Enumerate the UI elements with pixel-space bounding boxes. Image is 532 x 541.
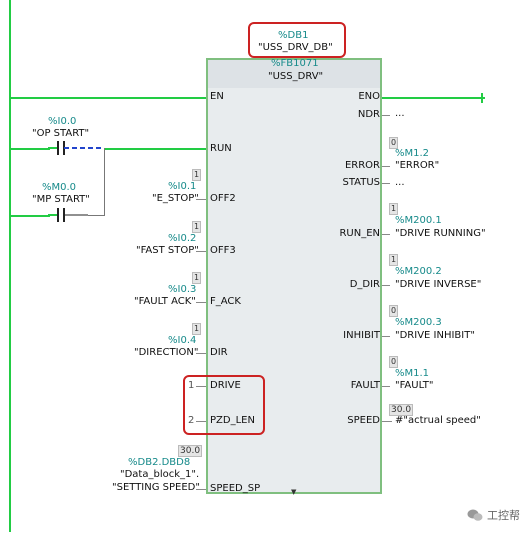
inhibit-address: %M200.3	[395, 317, 442, 328]
pin-run: RUN	[210, 143, 232, 154]
inhibit-operand: "DRIVE INHIBIT"	[395, 330, 475, 341]
off2-value: 1	[192, 169, 202, 181]
pin-fault: FAULT	[350, 380, 380, 391]
pin-dir: DIR	[210, 347, 228, 358]
pin-off2: OFF2	[210, 193, 236, 204]
speed-sp-connector	[196, 489, 206, 490]
off3-address: %I0.2	[168, 233, 197, 244]
mp-branch-right	[88, 215, 105, 216]
drive-pzd-highlight-box	[183, 375, 265, 435]
mp-start-name: "MP START"	[32, 194, 90, 205]
rung-end-marker	[481, 93, 483, 103]
op-start-name: "OP START"	[32, 128, 90, 139]
pin-ndr: NDR	[357, 109, 380, 120]
off2-connector	[196, 199, 206, 200]
pin-speed-sp: SPEED_SP	[210, 483, 261, 494]
f-ack-operand: "FAULT ACK"	[134, 296, 196, 307]
fault-connector	[382, 386, 390, 387]
speed-connector	[382, 421, 392, 422]
drive-value: 1	[188, 380, 195, 391]
pin-speed: SPEED	[347, 415, 380, 426]
pin-eno: ENO	[358, 91, 380, 102]
run-rung-right	[104, 148, 206, 150]
pin-inhibit: INHIBIT	[343, 330, 380, 341]
f-ack-value: 1	[192, 272, 202, 284]
pin-run-en: RUN_EN	[339, 228, 380, 239]
dir-operand: "DIRECTION"	[134, 347, 199, 358]
wechat-icon	[467, 509, 483, 521]
d-dir-address: %M200.2	[395, 266, 442, 277]
dir-value: 1	[192, 323, 202, 335]
mp-start-contact[interactable]	[48, 207, 88, 225]
op-start-contact[interactable]	[48, 140, 108, 158]
pin-f-ack: F_ACK	[210, 296, 241, 307]
d-dir-value: 1	[389, 254, 399, 266]
fb-name: "USS_DRV"	[268, 71, 324, 82]
d-dir-connector	[382, 285, 390, 286]
error-operand: "ERROR"	[395, 160, 440, 171]
block-header	[208, 60, 380, 88]
mp-branch-left	[10, 215, 50, 217]
dir-address: %I0.4	[168, 335, 197, 346]
fb-address: %FB1071	[271, 58, 319, 69]
op-start-address: %I0.0	[48, 116, 77, 127]
watermark-text: 工控帮	[487, 509, 520, 522]
inhibit-value: 0	[389, 305, 399, 317]
expand-arrow-icon[interactable]: ▼	[291, 488, 297, 496]
off2-operand: "E_STOP"	[152, 193, 199, 204]
error-address: %M1.2	[395, 148, 430, 159]
pzd-len-connector	[196, 421, 206, 422]
eno-rung-line	[382, 97, 485, 99]
run-rung-left	[10, 148, 50, 150]
off3-connector	[196, 251, 206, 252]
instance-db-name: "USS_DRV_DB"	[258, 42, 333, 53]
off2-address: %I0.1	[168, 181, 197, 192]
left-power-rail	[9, 0, 11, 532]
branch-join-line	[104, 148, 105, 216]
ndr-connector	[382, 115, 390, 116]
f-ack-address: %I0.3	[168, 284, 197, 295]
watermark: 工控帮	[467, 507, 520, 523]
off3-value: 1	[192, 221, 202, 233]
d-dir-operand: "DRIVE INVERSE"	[395, 279, 482, 290]
inhibit-connector	[382, 336, 390, 337]
speed-value: 30.0	[389, 404, 414, 416]
speed-operand: #"actrual speed"	[395, 415, 481, 426]
run-en-operand: "DRIVE RUNNING"	[395, 228, 486, 239]
mp-start-address: %M0.0	[42, 182, 77, 193]
en-rung-line	[10, 97, 206, 99]
error-connector	[382, 166, 390, 167]
run-en-connector	[382, 234, 390, 235]
drive-connector	[196, 386, 206, 387]
speed-sp-operand: "SETTING SPEED"	[112, 482, 200, 493]
run-en-address: %M200.1	[395, 215, 442, 226]
ndr-operand: ...	[395, 108, 405, 119]
pin-drive: DRIVE	[210, 380, 241, 391]
pin-off3: OFF3	[210, 245, 236, 256]
f-ack-connector	[196, 302, 206, 303]
run-en-value: 1	[389, 203, 399, 215]
pzd-len-value: 2	[188, 415, 195, 426]
error-value: 0	[389, 137, 399, 149]
instance-db-address: %DB1	[278, 30, 309, 41]
dir-connector	[196, 353, 206, 354]
speed-sp-operand-db: "Data_block_1".	[120, 469, 200, 480]
uss-drv-block[interactable]	[206, 58, 382, 494]
speed-sp-address: %DB2.DBD8	[128, 457, 191, 468]
pin-en: EN	[210, 91, 224, 102]
fault-operand: "FAULT"	[395, 380, 434, 391]
instance-highlight-box	[248, 22, 346, 58]
pin-pzd-len: PZD_LEN	[210, 415, 255, 426]
off3-operand: "FAST STOP"	[136, 245, 199, 256]
pin-error: ERROR	[344, 160, 380, 171]
speed-sp-value: 30.0	[178, 445, 203, 457]
pin-status: STATUS	[342, 177, 380, 188]
fault-value: 0	[389, 356, 399, 368]
status-operand: ...	[395, 177, 405, 188]
pin-d-dir: D_DIR	[349, 279, 380, 290]
status-connector	[382, 183, 390, 184]
fault-address: %M1.1	[395, 368, 430, 379]
